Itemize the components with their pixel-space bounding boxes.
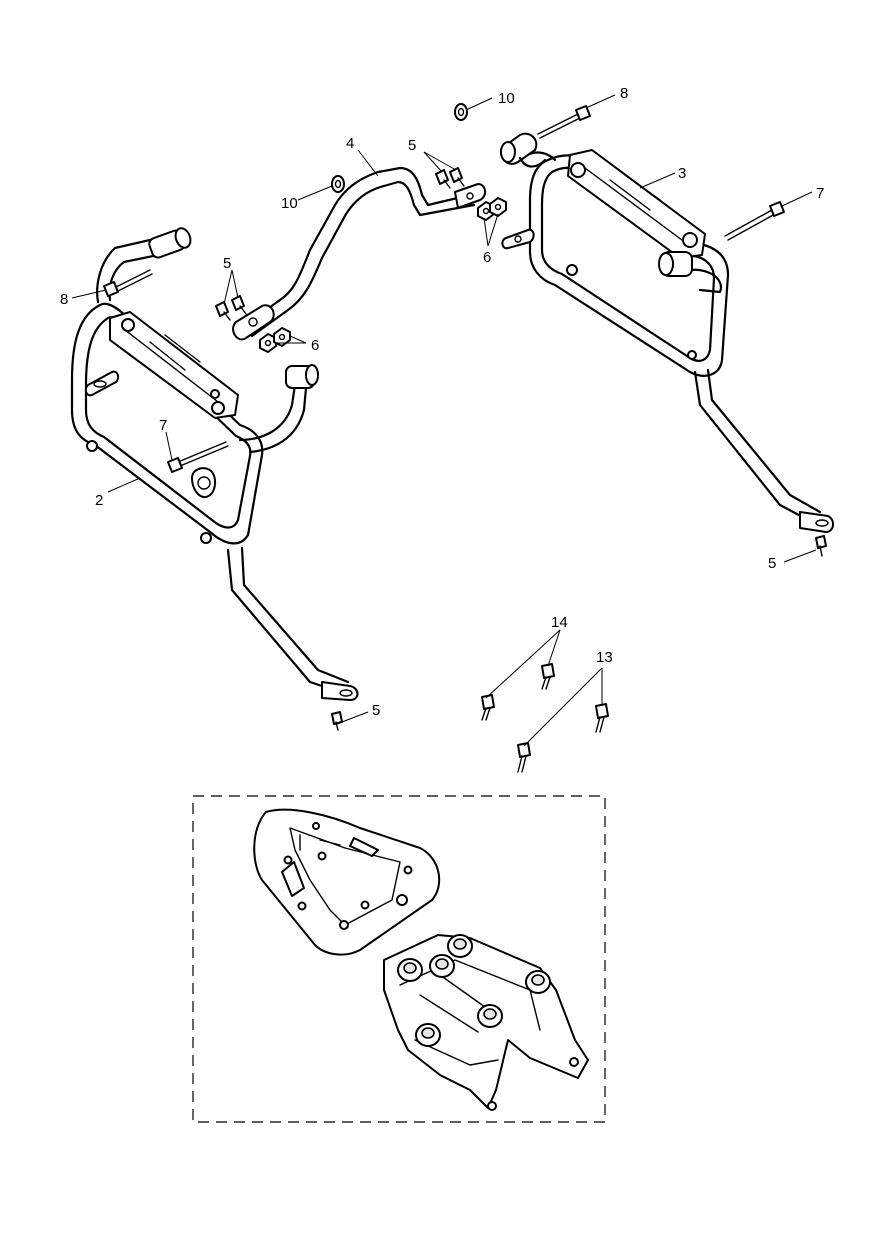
callout-5-right: 5 — [768, 555, 776, 572]
callout-7-right: 7 — [816, 185, 824, 202]
kit-outline — [192, 795, 606, 1123]
callout-4: 4 — [346, 135, 354, 152]
leader-lines — [71, 94, 817, 747]
rear-cross-bar — [232, 166, 486, 341]
callout-8-left: 8 — [60, 291, 68, 308]
callout-6-left: 6 — [311, 337, 319, 354]
callouts: 10 8 4 5 3 7 10 6 5 8 6 7 2 5 14 13 5 — [60, 85, 824, 719]
fasteners — [103, 103, 827, 773]
right-pannier-frame — [500, 132, 834, 533]
callout-2: 2 — [95, 492, 103, 509]
callout-3: 3 — [678, 165, 686, 182]
callout-13: 13 — [596, 649, 613, 666]
callout-6-right: 6 — [483, 249, 491, 266]
callout-5-left: 5 — [223, 255, 231, 272]
top-box-mount-bracket — [383, 934, 589, 1111]
callout-5-bottom: 5 — [372, 702, 380, 719]
callout-14: 14 — [551, 614, 568, 631]
left-pannier-frame — [70, 227, 359, 701]
mount-bosses — [397, 934, 551, 1047]
top-box-plate — [253, 808, 441, 956]
callout-8-top: 8 — [620, 85, 628, 102]
callout-5-top: 5 — [408, 137, 416, 154]
callout-10-left: 10 — [281, 195, 298, 212]
callout-10-top: 10 — [498, 90, 515, 107]
callout-7-left: 7 — [159, 417, 167, 434]
